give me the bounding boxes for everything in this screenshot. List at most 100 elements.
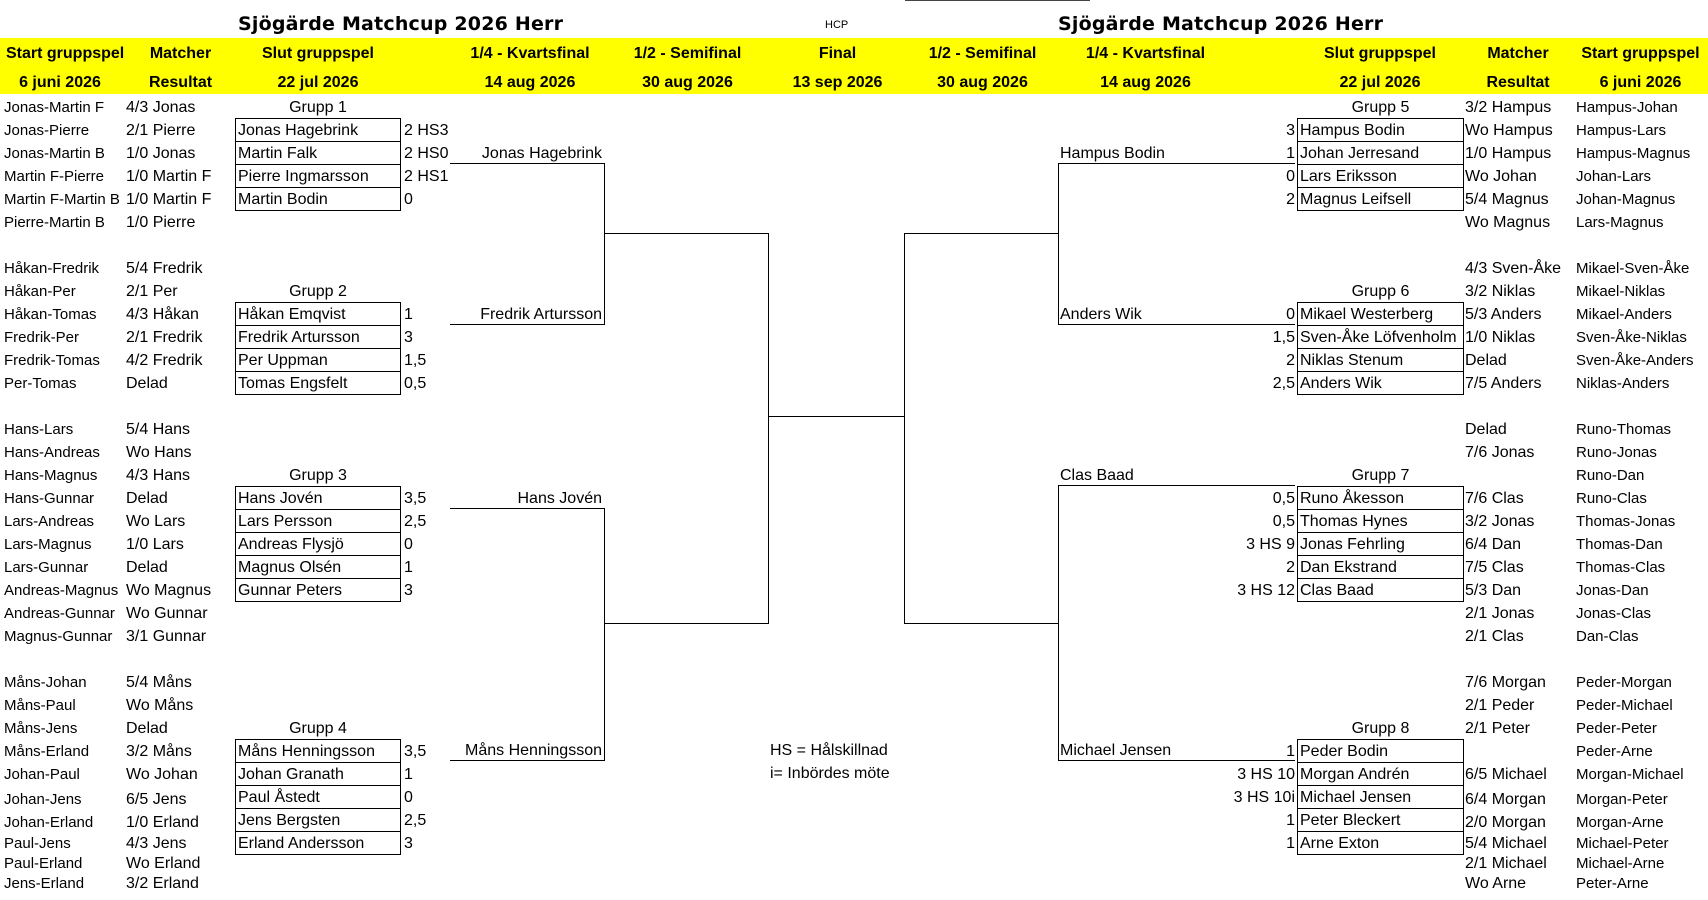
group-player-points: 0 — [404, 191, 413, 208]
match-pair: Runo-Clas — [1576, 490, 1647, 507]
match-pair: Martin F-Martin B — [4, 191, 120, 208]
group-player-name: Fredrik Artursson — [238, 329, 360, 346]
sf-left-line-bottom — [604, 623, 769, 624]
group-player-name: Jonas Hagebrink — [238, 122, 359, 139]
group-row-divider — [235, 532, 401, 533]
match-pair: Michael-Peter — [1576, 835, 1669, 852]
match-result: 5/4 Hans — [126, 421, 191, 438]
sf-left-vertical — [768, 233, 769, 624]
group-player-name: Magnus Leifsell — [1300, 191, 1412, 208]
group-row-divider — [1297, 187, 1464, 188]
group-player-name: Magnus Olsén — [238, 559, 342, 576]
group-player-name: Michael Jensen — [1300, 789, 1412, 806]
group-player-name: Lars Eriksson — [1300, 168, 1397, 185]
match-result: 2/1 Michael — [1465, 855, 1547, 872]
group-row-divider — [1297, 808, 1464, 809]
group-player-name: Lars Persson — [238, 513, 333, 530]
match-pair: Fredrik-Per — [4, 329, 80, 346]
group-player-points: 2,5 — [404, 812, 427, 829]
match-pair: Hans-Magnus — [4, 467, 98, 484]
group-player-name: Per Uppman — [238, 352, 328, 369]
match-pair: Hans-Lars — [4, 421, 74, 438]
match-result: 6/4 Morgan — [1465, 791, 1546, 808]
match-pair: Lars-Andreas — [4, 513, 95, 530]
match-pair: Thomas-Jonas — [1576, 513, 1676, 530]
match-pair: Hans-Andreas — [4, 444, 100, 461]
group-row-divider — [235, 762, 401, 763]
match-pair: Johan-Erland — [4, 814, 94, 831]
group-player-points: 3,5 — [404, 743, 427, 760]
match-pair: Lars-Magnus — [4, 536, 92, 553]
match-pair: Runo-Thomas — [1576, 421, 1672, 438]
group-row-divider — [235, 141, 401, 142]
group-row-divider — [235, 348, 401, 349]
match-pair: Sven-Åke-Niklas — [1576, 329, 1687, 346]
subheader-kvartsfinal-date-left: 14 aug 2026 — [484, 74, 576, 91]
group-row-divider — [1297, 578, 1464, 579]
group-row-divider — [1297, 509, 1464, 510]
match-result: 5/4 Måns — [126, 674, 192, 691]
match-pair: Jonas-Martin B — [4, 145, 105, 162]
group-player-name: Martin Bodin — [238, 191, 328, 208]
subheader-slut-date-left: 22 jul 2026 — [277, 74, 359, 91]
group-player-points: 3 — [404, 835, 413, 852]
sheet-title-left: Sjögärde Matchcup 2026 Herr — [238, 13, 564, 35]
match-result: Wo Arne — [1465, 875, 1527, 892]
group-player-name: Jonas Fehrling — [1300, 536, 1405, 553]
match-pair: Jonas-Pierre — [4, 122, 90, 139]
group-row-divider — [1297, 371, 1464, 372]
match-pair: Morgan-Arne — [1576, 814, 1664, 831]
match-result: 1/0 Pierre — [126, 214, 196, 231]
match-pair: Paul-Erland — [4, 855, 83, 872]
header-slut-gruppspel-left: Slut gruppspel — [262, 45, 374, 62]
match-result: 2/1 Fredrik — [126, 329, 203, 346]
match-result: 3/2 Måns — [126, 743, 192, 760]
sf-right-line-bottom — [904, 623, 1059, 624]
match-pair: Hampus-Johan — [1576, 99, 1678, 116]
match-result: Wo Johan — [1465, 168, 1537, 185]
match-result: 4/2 Fredrik — [126, 352, 203, 369]
match-result: 4/3 Hans — [126, 467, 191, 484]
legend-inbordes: i= Inbördes möte — [770, 765, 890, 782]
match-result: Wo Magnus — [1465, 214, 1551, 231]
group-player-points: 1 — [404, 766, 413, 783]
subheader-resultat-left: Resultat — [148, 74, 213, 91]
match-result: 6/5 Jens — [126, 791, 187, 808]
match-pair: Jonas-Martin F — [4, 99, 105, 116]
group-player-points: 3 HS 9 — [1246, 536, 1295, 553]
group-player-points: 2 — [1286, 352, 1295, 369]
quarterfinal-right-3: Clas Baad — [1060, 467, 1134, 484]
group-player-name: Erland Andersson — [238, 835, 365, 852]
group-title: Grupp 3 — [289, 467, 347, 484]
group-title: Grupp 4 — [289, 720, 347, 737]
match-pair: Mikael-Sven-Åke — [1576, 260, 1690, 277]
match-result: 3/2 Jonas — [1465, 513, 1535, 530]
match-pair: Måns-Johan — [4, 674, 87, 691]
sf-right-vertical — [904, 233, 905, 624]
group-player-points: 2 HS0 — [404, 145, 449, 162]
group-player-points: 1 — [1286, 145, 1295, 162]
group-player-name: Pierre Ingmarsson — [238, 168, 369, 185]
group-row-divider — [235, 164, 401, 165]
group-player-points: 0 — [1286, 306, 1295, 323]
legend-hs: HS = Hålskillnad — [770, 742, 888, 759]
match-result: 1/0 Martin F — [126, 191, 212, 208]
match-result: 1/0 Hampus — [1465, 145, 1552, 162]
match-pair: Håkan-Tomas — [4, 306, 97, 323]
match-result: 5/4 Michael — [1465, 835, 1547, 852]
match-result: Wo Magnus — [126, 582, 212, 599]
match-pair: Johan-Magnus — [1576, 191, 1676, 208]
subheader-start-date-left: 6 juni 2026 — [19, 74, 101, 91]
match-pair: Jens-Erland — [4, 875, 85, 892]
group-player-points: 1 — [1286, 743, 1295, 760]
match-pair: Jonas-Clas — [1576, 605, 1652, 622]
match-pair: Thomas-Clas — [1576, 559, 1666, 576]
group-player-points: 2 — [1286, 559, 1295, 576]
match-result: 4/3 Sven-Åke — [1465, 260, 1562, 277]
match-pair: Morgan-Peter — [1576, 791, 1668, 808]
group-player-name: Hans Jovén — [238, 490, 323, 507]
match-pair: Peder-Morgan — [1576, 674, 1672, 691]
group-player-name: Morgan Andrén — [1300, 766, 1410, 783]
group-player-name: Peder Bodin — [1300, 743, 1389, 760]
subheader-resultat-right: Resultat — [1486, 74, 1550, 91]
